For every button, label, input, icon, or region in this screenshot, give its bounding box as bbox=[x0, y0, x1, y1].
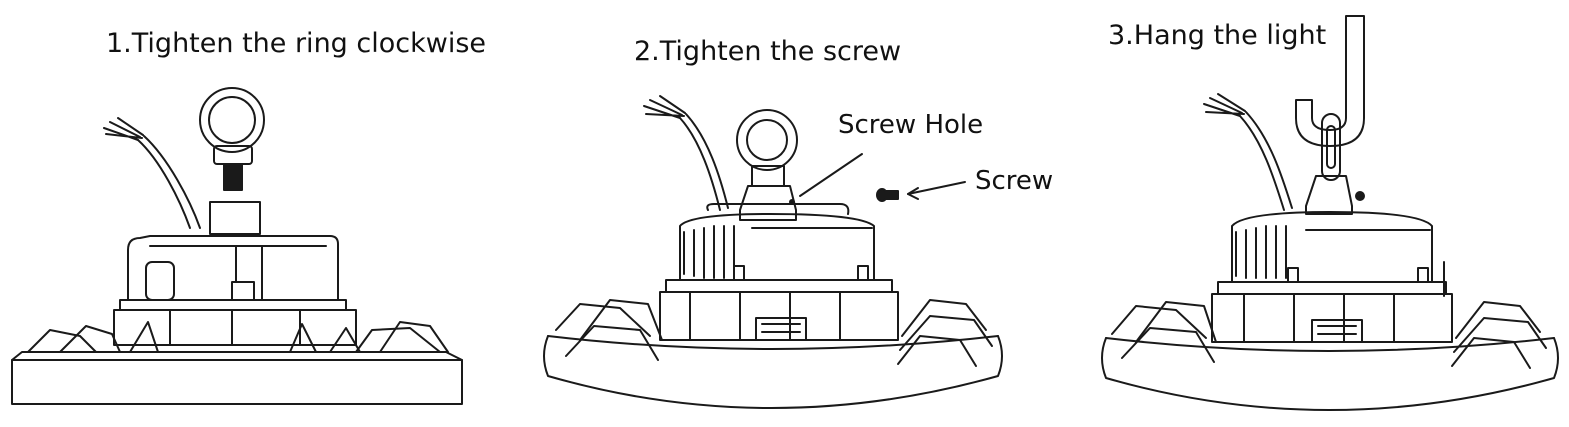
reflector-base bbox=[544, 336, 1002, 408]
screw-hole-leader bbox=[800, 154, 862, 196]
power-cable bbox=[644, 96, 728, 210]
driver-housing bbox=[114, 202, 356, 345]
screw-hole-label: Screw Hole bbox=[838, 110, 984, 140]
step-3-illustration bbox=[1102, 16, 1558, 410]
screw-arrow bbox=[908, 182, 965, 199]
eye-bolt-mounted bbox=[737, 110, 797, 220]
step-1-illustration bbox=[12, 88, 462, 404]
screw-part bbox=[877, 189, 898, 201]
reflector-base bbox=[12, 352, 462, 404]
heatsink-fins bbox=[1112, 302, 1546, 368]
heatsink-fins bbox=[556, 300, 992, 366]
step-2-title: 2.Tighten the screw bbox=[634, 36, 902, 67]
step-1-title: 1.Tighten the ring clockwise bbox=[106, 28, 487, 59]
power-cable bbox=[104, 118, 200, 228]
driver-housing bbox=[1212, 212, 1452, 342]
eye-bolt-mounted bbox=[1306, 114, 1364, 214]
reflector-base bbox=[1102, 338, 1558, 410]
driver-housing bbox=[660, 204, 898, 340]
hanging-hook bbox=[1296, 16, 1364, 146]
screw-label: Screw bbox=[975, 166, 1054, 196]
step-3-title: 3.Hang the light bbox=[1108, 20, 1327, 51]
heatsink-fins bbox=[28, 322, 448, 352]
step-2-illustration bbox=[544, 96, 1002, 408]
eye-bolt bbox=[200, 88, 264, 190]
power-cable bbox=[1204, 94, 1292, 210]
